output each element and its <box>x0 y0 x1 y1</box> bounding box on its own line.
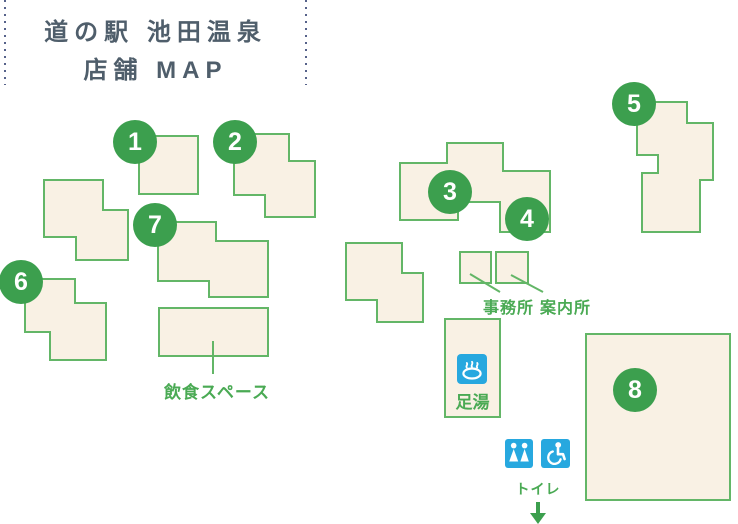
title-line-2: 店舗 MAP <box>83 57 228 84</box>
building-6-shape <box>24 278 107 361</box>
restroom-glyph <box>509 442 529 462</box>
toilet-label: トイレ <box>515 481 561 497</box>
map-title: 道の駅 池田温泉 店舗 MAP <box>4 0 307 86</box>
office-label: 事務所 <box>483 300 535 317</box>
title-dotted-border-left <box>4 0 6 85</box>
marker-5: 5 <box>612 82 656 126</box>
marker-8: 8 <box>613 368 657 412</box>
building-5-shape <box>636 101 714 233</box>
title-dotted-border-right <box>305 0 307 85</box>
restroom-icon <box>505 439 533 468</box>
building-2-shape <box>233 133 316 218</box>
building-7-shape <box>157 221 269 298</box>
marker-3: 3 <box>428 170 472 214</box>
marker-2: 2 <box>213 120 257 164</box>
marker-6: 6 <box>0 260 43 304</box>
wheelchair-icon <box>541 439 570 468</box>
marker-1: 1 <box>113 120 157 164</box>
title-line-1: 道の駅 池田温泉 <box>44 19 267 46</box>
marker-7: 7 <box>133 203 177 247</box>
footbath-label: 足湯 <box>455 393 490 412</box>
building-mid-south <box>345 242 424 323</box>
building-8-shape <box>585 333 731 501</box>
information-pointer-line <box>510 274 544 293</box>
information-label: 案内所 <box>540 300 592 317</box>
building-west <box>43 179 129 261</box>
hot-spring-icon <box>457 354 487 384</box>
dining-space-label: 飲食スペース <box>164 383 270 402</box>
down-arrow-icon <box>530 502 546 524</box>
dining-space-building <box>158 307 269 357</box>
office-building <box>459 251 492 284</box>
information-building <box>495 251 529 284</box>
marker-4: 4 <box>505 197 549 241</box>
office-pointer-line <box>469 273 501 293</box>
wheelchair-glyph <box>547 442 566 465</box>
hot-spring-glyph <box>462 360 482 380</box>
